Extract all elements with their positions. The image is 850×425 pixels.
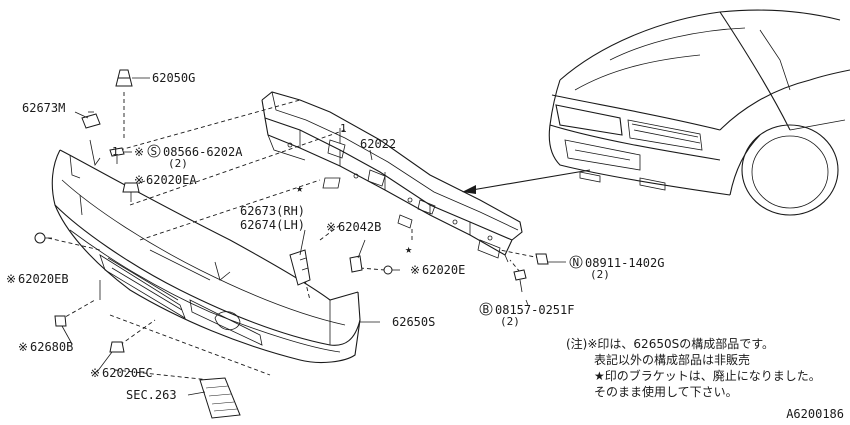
label-62042b: 62042B	[338, 220, 381, 234]
grille-sec263	[199, 377, 241, 419]
index-one-left: 1	[112, 145, 119, 158]
location-arrow	[462, 169, 591, 194]
note-line-4: そのまま使用して下さい。	[594, 385, 738, 399]
clip-62020ea	[122, 182, 140, 202]
asterisk-62020e: ※	[410, 263, 420, 277]
label-08566: 08566-6202A	[163, 145, 243, 159]
label-62674-lh: 62674(LH)	[240, 218, 305, 232]
marker-circle-b	[479, 302, 493, 316]
asterisk-62042b: ※	[326, 220, 336, 234]
clip-62020eb	[34, 232, 52, 244]
note-line-1: (注)※印は、62650Sの構成部品です。	[566, 337, 775, 351]
leader-lines	[61, 111, 566, 396]
car-front-view	[548, 9, 850, 216]
star-marker-1: ★	[296, 181, 303, 195]
qty-08566: (2)	[168, 157, 188, 170]
label-62020ec: 62020EC	[102, 366, 153, 380]
diagram-id: A6200186	[786, 407, 844, 421]
bracket-62673m	[81, 111, 101, 129]
marker-n: N	[573, 256, 580, 269]
qty-08157: (2)	[500, 315, 520, 328]
asterisk-62020ea: ※	[134, 173, 144, 187]
screw-08566	[109, 147, 125, 164]
label-62673-rh: 62673(RH)	[240, 204, 305, 218]
label-62680b: 62680B	[30, 340, 73, 354]
label-sec263: SEC.263	[126, 388, 177, 402]
clip-62020e	[383, 265, 400, 275]
label-08911: 08911-1402G	[585, 256, 664, 270]
asterisk-62020eb: ※	[6, 272, 16, 286]
index-one-right: 1	[340, 122, 347, 135]
label-62673m: 62673M	[22, 101, 65, 115]
asterisk-08566: ※	[134, 145, 144, 159]
label-62050g: 62050G	[152, 71, 195, 85]
clip-62050g	[115, 69, 150, 87]
marker-circle-s	[147, 144, 161, 158]
label-62020e: 62020E	[422, 263, 465, 277]
asterisk-62020ec: ※	[90, 366, 100, 380]
label-08157: 08157-0251F	[495, 303, 574, 317]
label-62020eb: 62020EB	[18, 272, 69, 286]
clip-62680b	[54, 315, 67, 327]
label-62022: 62022	[360, 137, 396, 151]
asterisk-62680b: ※	[18, 340, 28, 354]
marker-b: B	[483, 303, 490, 316]
note-line-3: ★印のブラケットは、廃止になりました。	[594, 369, 821, 383]
qty-08911: (2)	[590, 268, 610, 281]
clip-62020ec	[109, 341, 125, 353]
clip-62042b	[349, 255, 363, 273]
label-62650s: 62650S	[392, 315, 435, 329]
nut-08911	[535, 253, 549, 265]
assembly-lines	[47, 92, 541, 381]
marker-s: S	[151, 145, 158, 158]
bolt-08157	[513, 269, 527, 293]
star-marker-2: ★	[405, 242, 412, 256]
label-62020ea: 62020EA	[146, 173, 197, 187]
note-line-2: 表記以外の構成部品は非販売	[594, 353, 751, 367]
bracket-62673-62674	[289, 249, 311, 286]
marker-circle-n	[569, 255, 583, 269]
bumper-fascia	[51, 139, 361, 364]
bumper-reinforcement	[261, 91, 523, 263]
